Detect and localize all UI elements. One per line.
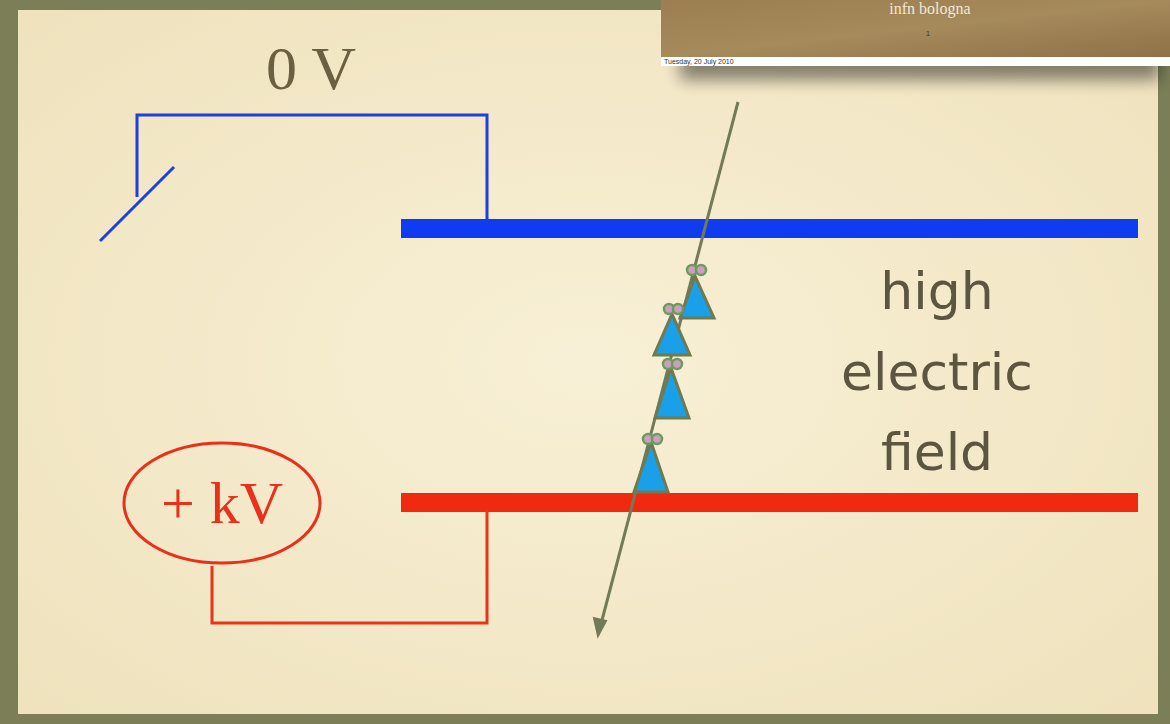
electrons: [643, 265, 706, 444]
avalanche: [655, 368, 689, 418]
track-arrowhead: [594, 618, 606, 636]
ground-symbol: [100, 167, 174, 241]
inset-date: Tuesday, 20 July 2010: [664, 58, 734, 65]
inset-slide: [661, 0, 1170, 57]
field-label: high electric field: [787, 251, 1087, 493]
avalanche: [634, 442, 668, 492]
voltage-ellipse: + kV: [122, 441, 322, 565]
avalanches: [634, 276, 714, 492]
particle-track: [601, 102, 738, 624]
inset-title: infn bologna: [889, 0, 970, 18]
ground-wire: [137, 115, 487, 222]
avalanche: [654, 314, 690, 355]
avalanche: [680, 276, 714, 318]
inset-page-number: 1: [926, 29, 930, 38]
inset-footer: [661, 57, 1170, 66]
ground-electrode: [401, 219, 1138, 238]
voltage-label: 0 V: [266, 33, 356, 104]
voltage-text: + kV: [161, 469, 283, 538]
high-voltage-electrode: [401, 493, 1138, 512]
slide-ground: [18, 10, 1158, 714]
